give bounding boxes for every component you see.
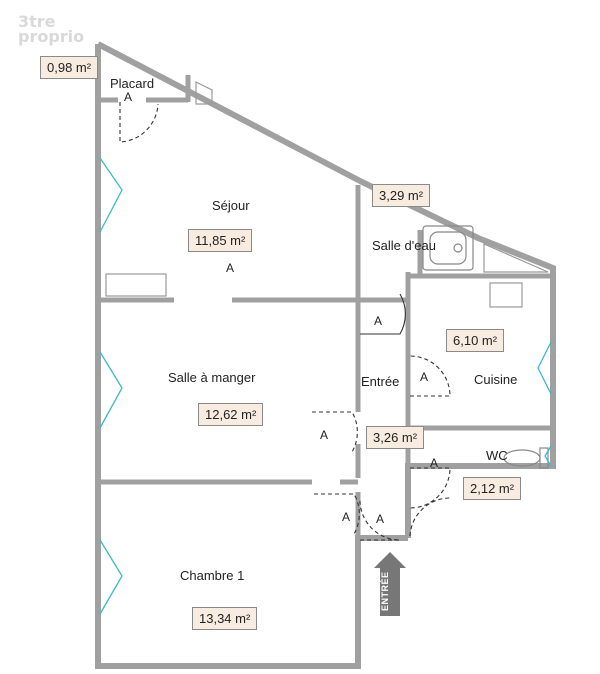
door-mark: A — [374, 314, 383, 328]
room-label-wc: WC — [486, 448, 508, 463]
area-badge-cuisine: 6,10 m² — [446, 329, 505, 352]
door-mark: A — [420, 370, 429, 384]
area-badge-wc: 2,12 m² — [463, 477, 522, 500]
area-badge-sejour: 11,85 m² — [188, 229, 253, 252]
door-mark: A — [376, 512, 385, 526]
door-mark: A — [226, 261, 235, 275]
room-label-sejour: Séjour — [212, 198, 250, 213]
room-label-chambre1: Chambre 1 — [180, 568, 245, 583]
area-badge-chambre1: 13,34 m² — [192, 607, 258, 630]
outer-walls — [95, 41, 556, 669]
sink-fixture — [422, 225, 474, 271]
door-swings — [119, 102, 451, 541]
room-label-cuisine: Cuisine — [474, 372, 518, 387]
door-mark: A — [320, 428, 329, 442]
room-label-entree: Entrée — [361, 374, 400, 389]
door-mark: A — [342, 510, 351, 524]
room-label-salle-manger: Salle à manger — [168, 370, 256, 385]
windows — [99, 157, 552, 615]
toilet-fixture — [503, 447, 549, 469]
fixtures — [105, 81, 549, 308]
entry-arrow-icon — [374, 552, 406, 616]
area-badge-placard: 0,98 m² — [40, 56, 99, 79]
entry-arrow-label: ENTRÉE — [380, 571, 390, 611]
watermark-logo: 3tre proprio — [18, 12, 85, 46]
room-label-placard: Placard — [110, 76, 155, 91]
area-badge-salle-manger: 12,62 m² — [198, 403, 264, 426]
room-label-salle-eau: Salle d'eau — [372, 238, 436, 253]
area-badge-entree: 3,26 m² — [366, 426, 425, 449]
door-mark: A — [430, 456, 439, 470]
interior-walls — [100, 75, 550, 540]
area-badge-salle-eau: 3,29 m² — [372, 184, 431, 207]
door-mark: A — [124, 90, 133, 104]
